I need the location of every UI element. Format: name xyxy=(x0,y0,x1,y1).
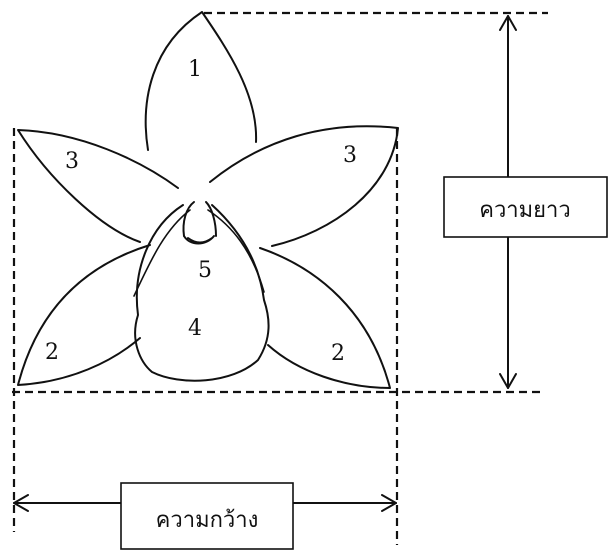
label-petal-right: 3 xyxy=(343,143,357,168)
length-label-box xyxy=(443,176,608,238)
right-petal-outline xyxy=(209,125,399,247)
lip-inner-left-fold xyxy=(133,209,191,297)
column-tip xyxy=(183,235,215,245)
length-arrow-head-top xyxy=(499,15,517,31)
label-lateral-sepal-right: 2 xyxy=(331,341,345,366)
width-label: ความกว้าง xyxy=(156,508,259,533)
dorsal-sepal-outline xyxy=(144,11,258,151)
label-petal-left: 3 xyxy=(65,149,79,174)
label-column: 5 xyxy=(198,258,212,283)
length-arrow-head-bottom xyxy=(499,373,517,389)
left-petal-outline xyxy=(17,129,179,243)
width-arrow-head-right xyxy=(381,494,397,512)
label-lateral-sepal-left: 2 xyxy=(45,340,59,365)
column-outline xyxy=(182,201,217,237)
right-lateral-sepal-outline xyxy=(259,247,391,389)
lip-outline xyxy=(134,204,270,382)
width-label-box xyxy=(120,482,294,550)
left-lateral-sepal-outline xyxy=(17,244,151,386)
lip-inner-right-fold xyxy=(207,209,265,293)
width-arrow-head-left xyxy=(13,494,29,512)
length-label: ความยาว xyxy=(479,198,571,223)
label-lip: 4 xyxy=(188,316,202,341)
label-dorsal-sepal: 1 xyxy=(188,57,202,82)
